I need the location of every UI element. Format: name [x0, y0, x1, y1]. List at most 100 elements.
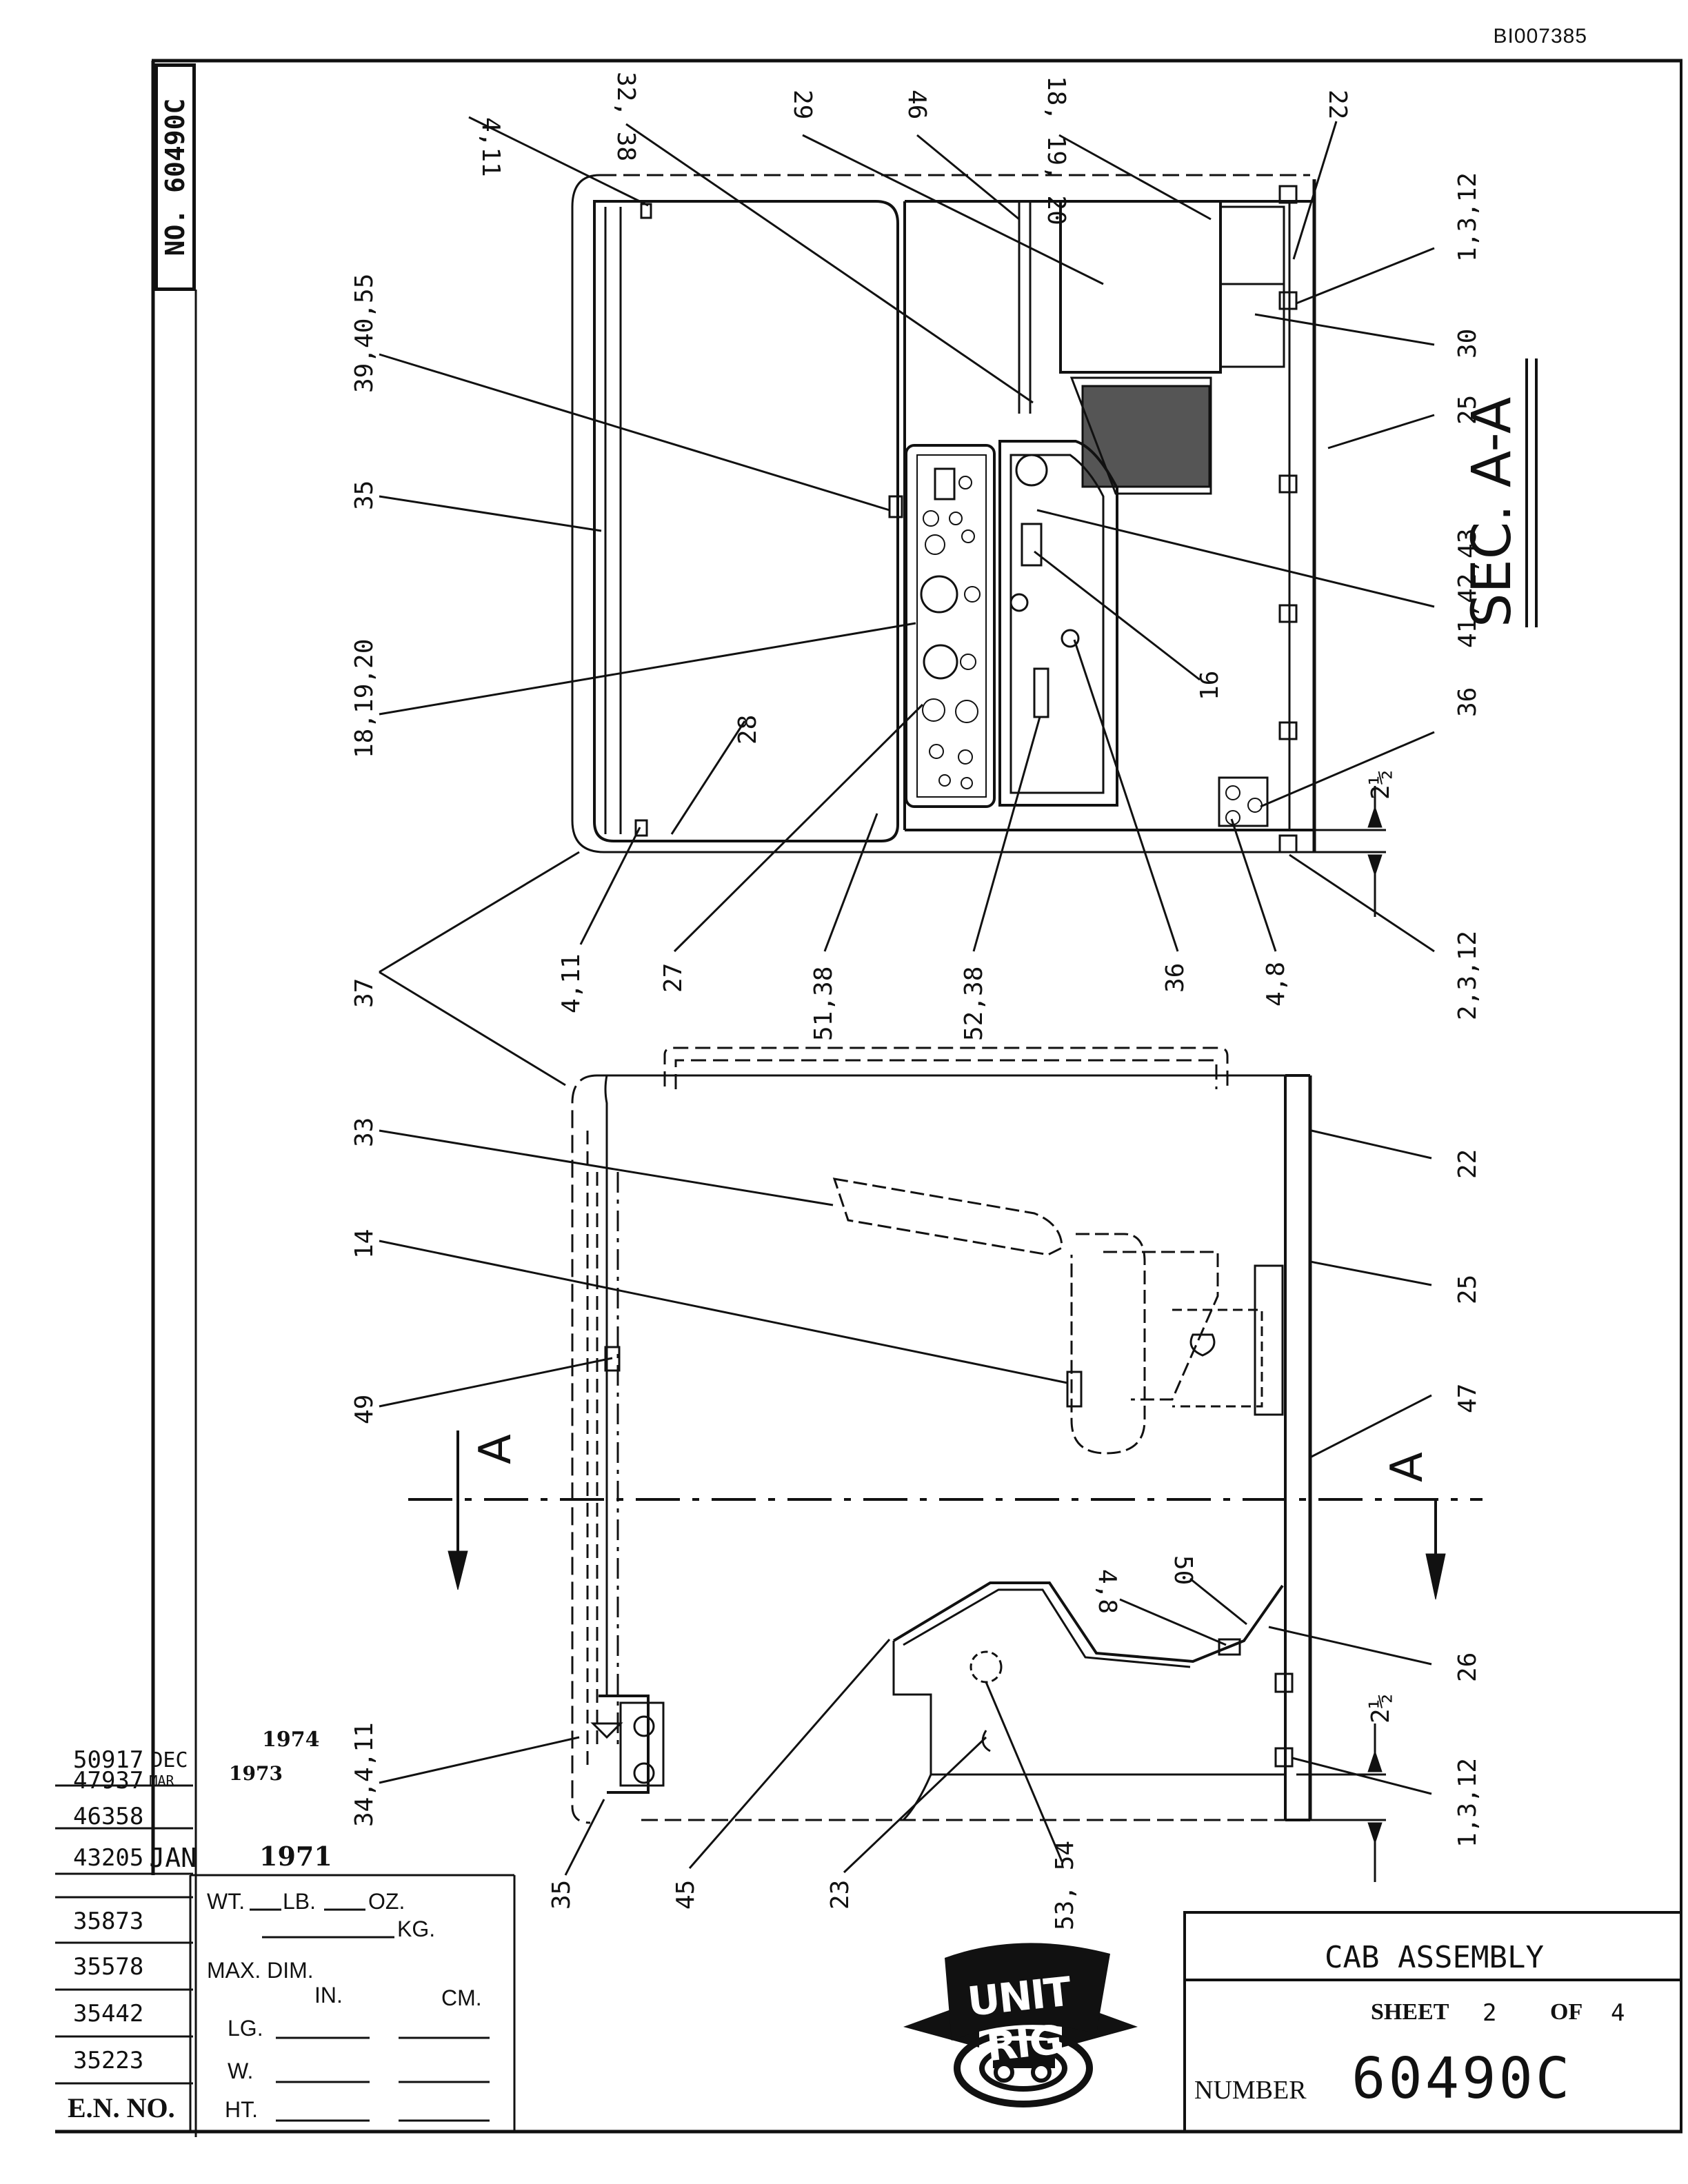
revision-row: 50917 DEC: [58, 1739, 189, 1781]
callout: 33: [350, 1118, 379, 1147]
revision-date: MAR: [149, 1772, 174, 1789]
section-cut-line: A A: [408, 1430, 1483, 1600]
callout: 25: [1454, 1275, 1482, 1304]
callout: 53, 54: [1051, 1841, 1079, 1930]
section-marker-left: A: [470, 1434, 521, 1464]
revision-en: 43205: [73, 1844, 144, 1872]
callout: 36: [1454, 687, 1482, 717]
in-label: IN.: [314, 1983, 343, 2008]
revision-en: 46358: [73, 1803, 144, 1830]
dimension-lower-label: 2½: [1367, 1694, 1395, 1723]
lb-label: LB.: [283, 1889, 316, 1914]
drawing-number: 60490C: [1352, 2046, 1573, 2112]
revision-grid: [55, 1784, 193, 2132]
callout: 4,8: [1093, 1569, 1121, 1614]
kg-label: KG.: [397, 1917, 436, 1941]
revision-en: 35873: [73, 1908, 144, 1935]
callout: 39,40,55: [350, 274, 379, 393]
callout: 32, 38: [612, 72, 640, 161]
callout: 4,11: [476, 117, 505, 177]
callout: 22: [1454, 1149, 1482, 1179]
callout: 29: [788, 90, 816, 119]
callout: 34,4,11: [350, 1722, 379, 1827]
revision-en: 35442: [73, 2000, 144, 2028]
callout: 1,3,12: [1454, 172, 1482, 262]
callout: 14: [350, 1229, 379, 1259]
revision-en: 35578: [73, 1953, 144, 1981]
callouts-top-right: 1,3,12 30 25 41,42,43 16 36 2,3,12: [1196, 172, 1482, 1020]
sheet-total: 4: [1611, 1999, 1625, 2027]
callout: 23: [826, 1880, 854, 1910]
revision-en: 50917: [73, 1746, 144, 1774]
leader-lines: [379, 116, 1435, 1876]
revision-date: DEC: [150, 1748, 188, 1772]
callout: 45: [672, 1880, 700, 1910]
callout: 2,3,12: [1454, 931, 1482, 1020]
callout: 35: [350, 481, 379, 510]
callout: 25: [1454, 395, 1482, 425]
oz-label: OZ.: [368, 1889, 405, 1914]
callout: 27: [659, 963, 687, 993]
callout: 22: [1323, 90, 1352, 119]
unit-rig-logo-shape: [903, 1943, 1138, 2107]
cm-label: CM.: [441, 1985, 482, 2010]
number-label: NUMBER: [1194, 2076, 1307, 2105]
callout: 49: [350, 1395, 379, 1424]
callout: 18,19,20: [350, 639, 379, 758]
side-elevation-view: [571, 1046, 1312, 1824]
title-block-frame: [1183, 1911, 1682, 2133]
callout: 18, 19, 20: [1042, 76, 1070, 225]
callout: 1,3,12: [1454, 1758, 1482, 1848]
callout: 51,38: [810, 967, 838, 1041]
unit-rig-logo: UNIT RIG: [896, 1930, 1145, 2110]
max-dim-label: MAX. DIM.: [207, 1958, 314, 1983]
revision-row: 46358: [58, 1795, 189, 1838]
revision-en: 47937: [73, 1767, 144, 1794]
revision-year: 1971: [259, 1841, 332, 1872]
logo-text: UNIT RIG: [965, 1968, 1072, 2071]
callouts-lower-left: 37 33 14 49 34,4,11 35 45 23 53, 54: [350, 978, 1079, 1930]
revision-date: JAN: [149, 1843, 197, 1873]
revision-year: 1973: [229, 1762, 283, 1785]
section-marker-right: A: [1382, 1452, 1433, 1482]
w-label: W.: [228, 2059, 254, 2083]
drawing-number-tab: NO. 60490C: [154, 63, 196, 291]
revision-header: E.N. NO.: [68, 2092, 175, 2123]
revision-row: 35442: [58, 1992, 189, 2035]
callout: 36: [1161, 963, 1189, 993]
callout: 4,8: [1262, 962, 1290, 1007]
callouts-top: 4,11 32, 38 29 46 18, 19, 20 22: [476, 72, 1352, 225]
callouts-section-bottom: 4,11 27 51,38 52,38 36 4,8: [557, 953, 1290, 1041]
wt-label: WT.: [207, 1889, 245, 1914]
revision-row: 47937 MAR: [58, 1759, 189, 1802]
sheet-label: SHEET: [1371, 1999, 1449, 2025]
callouts-lower-right: 22 25 47 50 4,8 26 1,3,12: [1093, 1149, 1482, 1848]
revision-en: 35223: [73, 2047, 144, 2074]
callout: 52,38: [960, 967, 988, 1041]
callouts-left-upper: 39,40,55 35 18,19,20 28: [350, 274, 762, 758]
revision-row: 35578: [58, 1945, 189, 1988]
callout: 50: [1169, 1555, 1197, 1585]
section-aa-label: SEC. A-A: [1461, 358, 1538, 627]
revision-row: 43205 JAN: [58, 1837, 197, 1879]
section-view-aa: [571, 174, 1324, 853]
dimension-upper-label: 2½: [1367, 770, 1395, 800]
callout: 28: [734, 715, 762, 745]
callout: 30: [1454, 329, 1482, 358]
callout: 4,11: [557, 953, 585, 1013]
weight-block-frame: [190, 1874, 516, 2132]
document-id: BI007385: [1493, 25, 1587, 48]
revision-year: 1974: [262, 1728, 320, 1752]
callout: 35: [547, 1880, 576, 1910]
callout: 16: [1196, 671, 1224, 700]
callout: 26: [1454, 1652, 1482, 1682]
dimension-upper: 2½: [1296, 770, 1395, 917]
revision-row: 35873: [58, 1900, 189, 1943]
callout: 46: [903, 90, 931, 119]
lg-label: LG.: [228, 2016, 263, 2041]
ht-label: HT.: [225, 2097, 258, 2122]
sheet-border: [55, 59, 1682, 2137]
drawing-title: CAB ASSEMBLY: [1325, 1940, 1544, 1975]
